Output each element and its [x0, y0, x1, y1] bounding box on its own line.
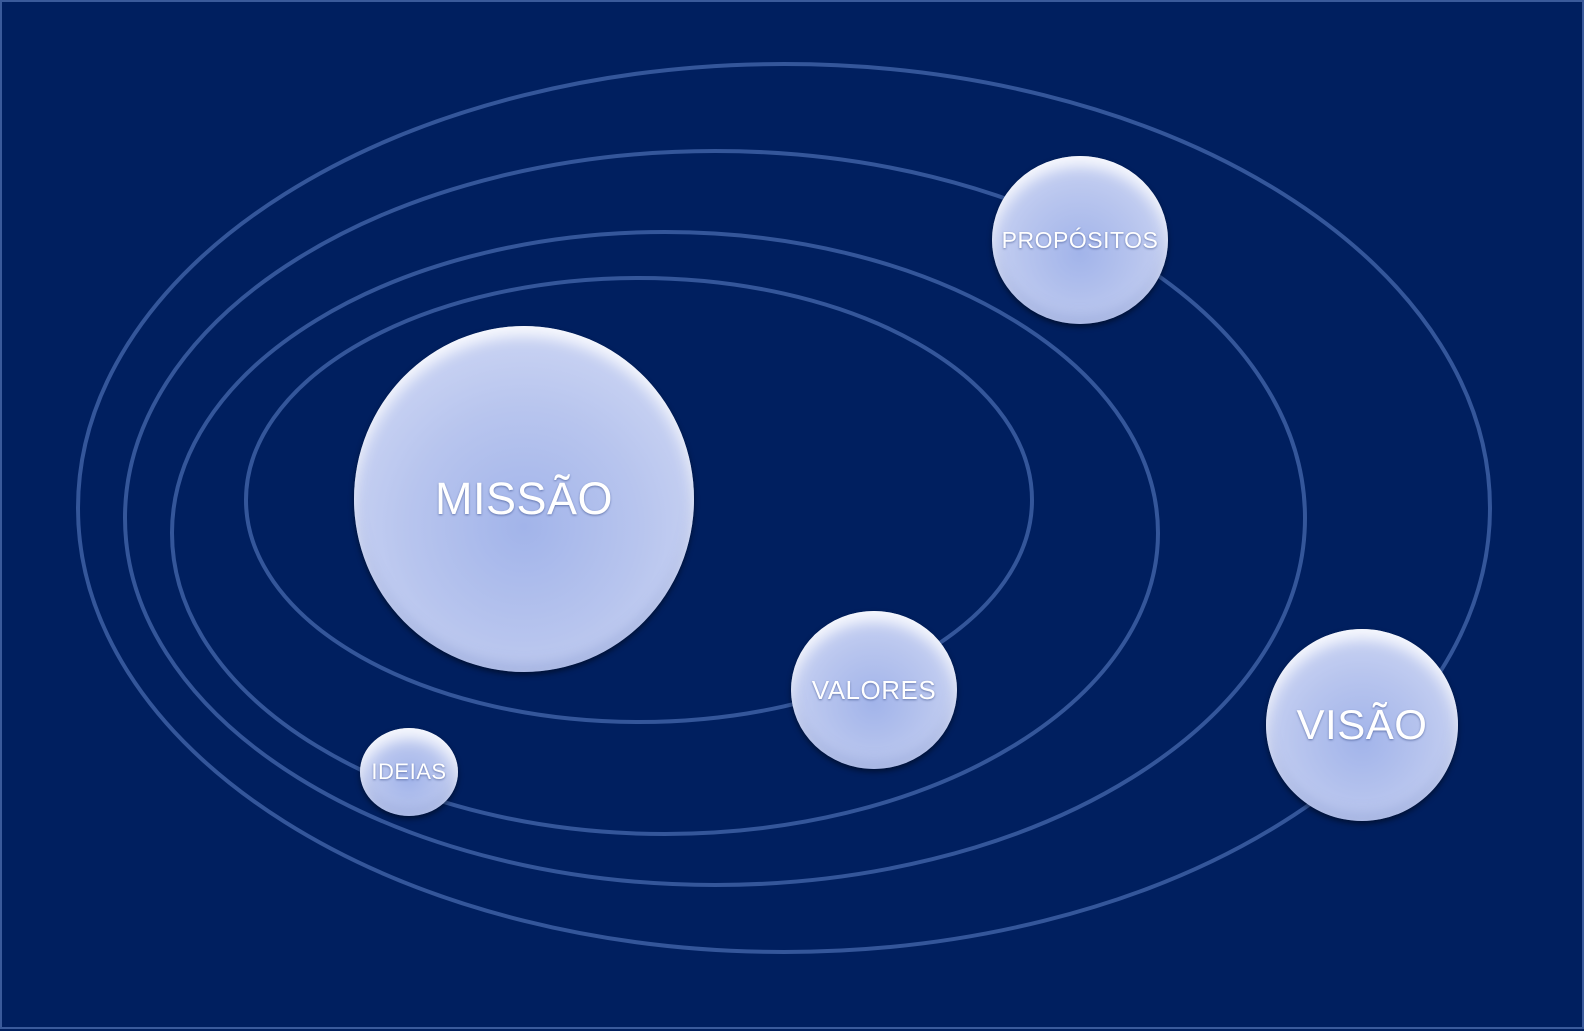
- valores-label: VALORES: [811, 674, 937, 705]
- orbit-ring-inner: [244, 276, 1034, 724]
- orbit-ring-3: [123, 149, 1307, 887]
- propositos-planet: PROPÓSITOS: [992, 156, 1168, 324]
- missao-label: MISSÃO: [434, 473, 614, 524]
- missao-planet: MISSÃO: [354, 326, 694, 672]
- ideias-label: IDEIAS: [371, 759, 447, 784]
- orbit-ring-outer: [76, 62, 1492, 954]
- visao-planet: VISÃO: [1266, 629, 1458, 821]
- visao-label: VISÃO: [1296, 701, 1428, 748]
- ideias-planet: IDEIAS: [360, 728, 458, 816]
- valores-planet: VALORES: [791, 611, 957, 769]
- orbit-ring-2: [170, 230, 1160, 836]
- propositos-label: PROPÓSITOS: [1001, 226, 1159, 253]
